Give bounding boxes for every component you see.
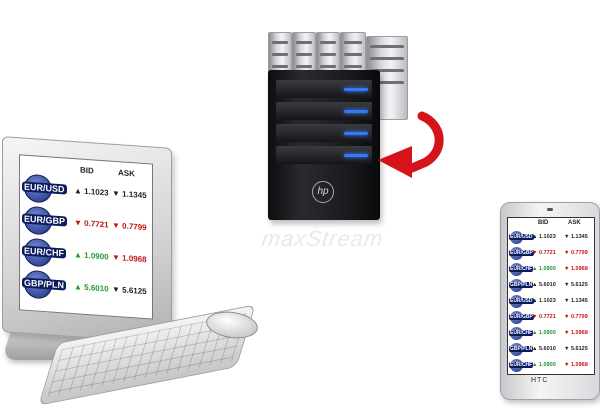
- currency-pair: EUR/CHF: [509, 330, 534, 336]
- bid-price: ▲ 1.1023: [532, 234, 556, 240]
- bid-price: ▲ 1.0900: [74, 250, 109, 262]
- desktop-quote-row: EUR/GBP ▼ 0.7721 ▼ 0.7799: [22, 205, 152, 243]
- phone-quote-row: GBP/PLN▲ 5.6010 ▼ 5.6125: [509, 342, 592, 357]
- ask-price: ▼ 1.0968: [112, 252, 147, 265]
- bid-price: ▲ 1.0900: [532, 362, 556, 368]
- desktop-quote-row: EUR/CHF ▲ 1.0900 ▼ 1.0968: [22, 237, 152, 275]
- phone-quote-row: EUR/CHF▲ 1.0900 ▼ 1.0968: [509, 358, 592, 373]
- ask-price: ▼ 1.0968: [564, 362, 588, 368]
- desktop-monitor: BID ASK EUR/USD ▲ 1.1023 ▼ 1.1345 EUR/GB…: [2, 136, 172, 344]
- ask-price: ▼ 0.7799: [112, 220, 147, 233]
- ask-price: ▼ 1.1345: [112, 188, 147, 201]
- phone-quote-row: EUR/GBP▼ 0.7721 ▼ 0.7799: [509, 310, 592, 325]
- desktop-quote-row: EUR/USD ▲ 1.1023 ▼ 1.1345: [22, 173, 152, 211]
- phone-brand: HTC: [531, 377, 549, 384]
- phone-ask-header: ASK: [568, 220, 581, 226]
- desktop-screen: BID ASK EUR/USD ▲ 1.1023 ▼ 1.1345 EUR/GB…: [19, 154, 153, 320]
- ask-price: ▼ 1.0968: [564, 330, 588, 336]
- currency-pair: EUR/USD: [509, 234, 534, 240]
- bid-price: ▲ 1.1023: [74, 186, 109, 198]
- currency-pair: GBP/PLN: [509, 346, 534, 352]
- bid-price: ▲ 1.0900: [532, 266, 556, 272]
- phone-quote-row: EUR/CHF▲ 1.0900 ▼ 1.0968: [509, 262, 592, 277]
- bid-price: ▼ 0.7721: [532, 314, 556, 320]
- phone-quote-row: EUR/USD▲ 1.1023 ▼ 1.1345: [509, 294, 592, 309]
- currency-pair: EUR/GBP: [509, 250, 534, 256]
- ask-price: ▼ 1.1345: [564, 234, 588, 240]
- bid-price: ▼ 0.7721: [74, 218, 109, 230]
- desktop-quote-row: GBP/PLN ▲ 5.6010 ▼ 5.6125: [22, 269, 152, 307]
- phone-quote-row: GBP/PLN▲ 5.6010 ▼ 5.6125: [509, 278, 592, 293]
- ask-price: ▼ 5.6125: [112, 284, 147, 297]
- ask-price: ▼ 0.7799: [564, 250, 588, 256]
- ask-price: ▼ 1.1345: [564, 298, 588, 304]
- currency-pair: EUR/CHF: [509, 362, 534, 368]
- ask-price: ▼ 1.0968: [564, 266, 588, 272]
- bid-price: ▼ 0.7721: [532, 250, 556, 256]
- bid-price: ▲ 5.6010: [532, 282, 556, 288]
- desktop-bid-header: BID: [80, 165, 94, 176]
- main-server: hp: [268, 70, 380, 220]
- currency-pair: EUR/GBP: [509, 314, 534, 320]
- bid-price: ▲ 5.6010: [74, 282, 109, 294]
- bid-price: ▲ 1.1023: [532, 298, 556, 304]
- ask-price: ▼ 5.6125: [564, 346, 588, 352]
- currency-pair: GBP/PLN: [509, 282, 534, 288]
- ask-price: ▼ 5.6125: [564, 282, 588, 288]
- phone-quote-row: EUR/USD▲ 1.1023 ▼ 1.1345: [509, 230, 592, 245]
- hp-logo: hp: [312, 181, 334, 203]
- bid-price: ▲ 1.0900: [532, 330, 556, 336]
- phone-quote-row: EUR/GBP▼ 0.7721 ▼ 0.7799: [509, 246, 592, 261]
- phone-bid-header: BID: [538, 220, 549, 226]
- currency-pair: EUR/CHF: [509, 266, 534, 272]
- phone-camera: [547, 208, 553, 211]
- ask-price: ▼ 0.7799: [564, 314, 588, 320]
- phone-quote-row: EUR/CHF▲ 1.0900 ▼ 1.0968: [509, 326, 592, 341]
- desktop-ask-header: ASK: [118, 168, 135, 179]
- watermark-text: maxStream: [260, 226, 386, 251]
- data-flow-arrow-icon: [378, 111, 444, 178]
- currency-pair: EUR/USD: [509, 298, 534, 304]
- bid-price: ▲ 5.6010: [532, 346, 556, 352]
